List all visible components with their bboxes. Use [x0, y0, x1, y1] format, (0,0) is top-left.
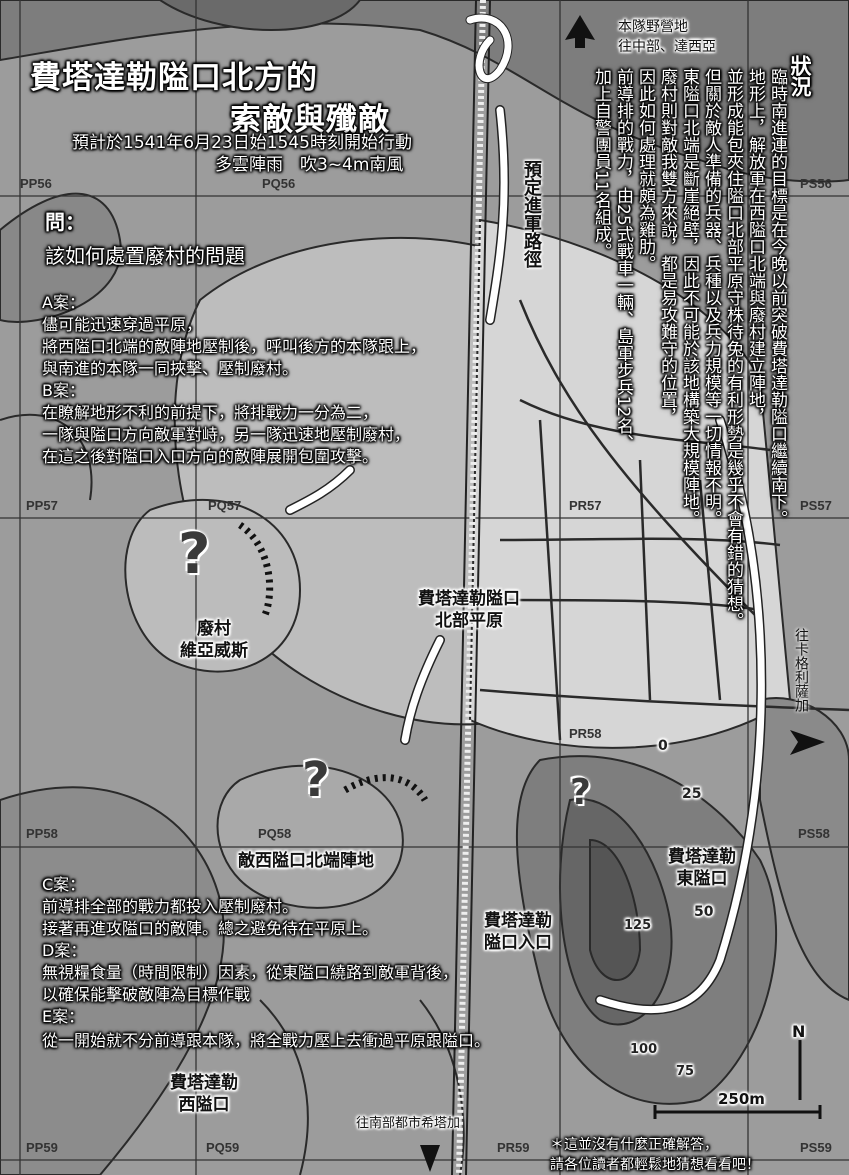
- grid-label: PQ56: [262, 176, 296, 191]
- scale-bar: [653, 1040, 822, 1119]
- situation-line: 並形成能包夾住隘口北部平原守株待兔的有利形勢是幾乎不會有錯的猜想。: [723, 68, 743, 629]
- grid-label: PR58: [569, 726, 602, 741]
- village-label-line1: 廢村: [197, 619, 231, 639]
- route-label: 預定進軍路徑: [521, 160, 542, 268]
- situation-line: 廢村則對敵我雙方來說，都是易攻難守的位置，: [657, 68, 677, 425]
- east-pass-line2: 東隘口: [676, 869, 728, 889]
- direction-arrows: [420, 15, 825, 1172]
- scale-label: 250m: [718, 1090, 765, 1108]
- grid-label: PS56: [800, 176, 832, 191]
- map-title: 費塔達勒隘口北方的: [30, 60, 318, 96]
- grid-label: PQ59: [206, 1140, 240, 1155]
- question-text: 該如何處置廢村的問題: [45, 244, 245, 268]
- situation-line: 東隘口北端是斷崖絕壁，因此不可能於該地構築大規模陣地。: [679, 68, 699, 527]
- north-arrow-camp-icon: [565, 15, 595, 48]
- grid-label: PS58: [798, 826, 830, 841]
- plan-d-label: D案：: [42, 941, 87, 960]
- west-camp-label: 敵西隘口北端陣地: [238, 851, 374, 871]
- plan-d-line: 以確保能擊破敵陣為目標作戰: [42, 985, 251, 1004]
- note-line: ＊這並沒有什麼正確解答，: [550, 1137, 718, 1153]
- question-mark-village-icon: ?: [178, 522, 211, 587]
- grid-label: PS57: [800, 498, 832, 513]
- to-cagliari-label: 往卡格利薩加: [793, 628, 809, 712]
- grid-label: PR59: [497, 1140, 530, 1155]
- question-mark-west-camp-icon: ?: [302, 752, 330, 808]
- situation-line: 因此如何處理就頗為雞肋。: [635, 68, 655, 272]
- contour-label: 125: [624, 918, 652, 933]
- grid-label: PP56: [20, 176, 52, 191]
- situation-line: 但關於敵人準備的兵器、兵種以及兵力規模等一切情報不明。: [701, 68, 721, 527]
- grid-label: PQ57: [208, 498, 242, 513]
- east-arrow-icon: [790, 730, 825, 755]
- plan-d-line: 無視糧食量（時間限制）因素，從東隘口繞路到敵軍背後，: [42, 963, 459, 982]
- grid-label: PR57: [569, 498, 602, 513]
- plan-c-line: 接著再進攻隘口的敵陣。總之避免待在平原上。: [42, 919, 379, 938]
- note-line: 請各位讀者都輕鬆地猜想看看吧！: [550, 1157, 760, 1173]
- grid-label: PQ58: [258, 826, 292, 841]
- to-south-label: 往南部都市希塔加: [356, 1116, 461, 1131]
- contour-label: 50: [694, 904, 714, 920]
- contour-label: 25: [682, 786, 702, 802]
- situation-label: 狀況: [788, 55, 812, 97]
- question-mark-east-icon: ?: [570, 772, 591, 813]
- west-pass-line1: 費塔達勒: [170, 1073, 238, 1093]
- contour-label: 0: [658, 738, 668, 754]
- weather-text: 多雲陣雨 吹3~4m南風: [215, 155, 404, 175]
- pass-entrance-line1: 費塔達勒: [484, 911, 552, 931]
- plan-e-line: 從一開始就不分前導跟本隊，將全戰力壓上去衝過平原跟隘口。: [42, 1031, 491, 1050]
- schedule-text: 預計於1541年6月23日始1545時刻開始行動: [72, 133, 412, 153]
- contour-label: 75: [676, 1064, 695, 1079]
- plan-b-label: B案：: [42, 381, 85, 400]
- situation-line: 地形上，解放軍在西隘口北端與廢村建立陣地，: [745, 68, 765, 425]
- camp-direction-label: 往中部、達西亞: [618, 39, 716, 55]
- grid-label: PP57: [26, 498, 58, 513]
- north-indicator: N: [792, 1022, 806, 1041]
- west-pass-line2: 西隘口: [178, 1095, 230, 1115]
- village-label-line2: 維亞威斯: [180, 641, 248, 661]
- pass-entrance-label: 費塔達勒隘口入口: [484, 910, 552, 954]
- south-arrow-icon: [420, 1145, 440, 1172]
- contour-label: 100: [630, 1042, 658, 1057]
- plain-label-line2: 北部平原: [435, 611, 503, 631]
- plan-b-line: 在這之後對隘口入口方向的敵陣展開包圍攻擊。: [42, 447, 379, 466]
- situation-line: 臨時南進連的目標是在今晚以前突破費塔達勒隘口繼續南下。: [767, 68, 787, 527]
- east-pass-label: 費塔達勒東隘口: [668, 846, 736, 890]
- situation-line: 前導排的戰力，由25式戰車一輛、島軍步兵12名、: [613, 68, 633, 452]
- plan-a-label: A案：: [42, 293, 85, 312]
- plan-e-label: E案：: [42, 1007, 85, 1026]
- plan-c-line: 前導排全部的戰力都投入壓制廢村。: [42, 897, 299, 916]
- grid-label: PP59: [26, 1140, 58, 1155]
- west-pass-label: 費塔達勒西隘口: [170, 1072, 238, 1116]
- pass-entrance-line2: 隘口入口: [484, 933, 552, 953]
- plain-label: 費塔達勒隘口北部平原: [418, 588, 520, 632]
- enemy-positions: [237, 522, 428, 802]
- camp-label: 本隊野營地: [618, 19, 688, 35]
- village-label: 廢村維亞威斯: [180, 618, 248, 662]
- railway: [451, 0, 491, 1175]
- plan-a-line: 將西隘口北端的敵陣地壓制後，呼叫後方的本隊跟上，: [42, 337, 427, 356]
- question-label: 問：: [45, 210, 85, 234]
- grid-label: PS59: [800, 1140, 832, 1155]
- route-arrows: [285, 13, 767, 1015]
- east-pass-line1: 費塔達勒: [668, 847, 736, 867]
- plan-b-line: 一隊與隘口方向敵軍對峙，另一隊迅速地壓制廢村，: [42, 425, 411, 444]
- grid-label: PP58: [26, 826, 58, 841]
- plan-b-line: 在瞭解地形不利的前提下，將排戰力一分為二，: [42, 403, 379, 422]
- plan-c-label: C案：: [42, 875, 86, 894]
- plan-a-line: 儘可能迅速穿過平原，: [42, 315, 203, 334]
- map-subtitle: 索敵與殲敵: [230, 102, 390, 138]
- situation-line: 加上自警團員11名組成。: [591, 68, 611, 260]
- plain-label-line1: 費塔達勒隘口: [418, 589, 520, 609]
- plan-a-line: 與南進的本隊一同挾擊、壓制廢村。: [42, 359, 299, 378]
